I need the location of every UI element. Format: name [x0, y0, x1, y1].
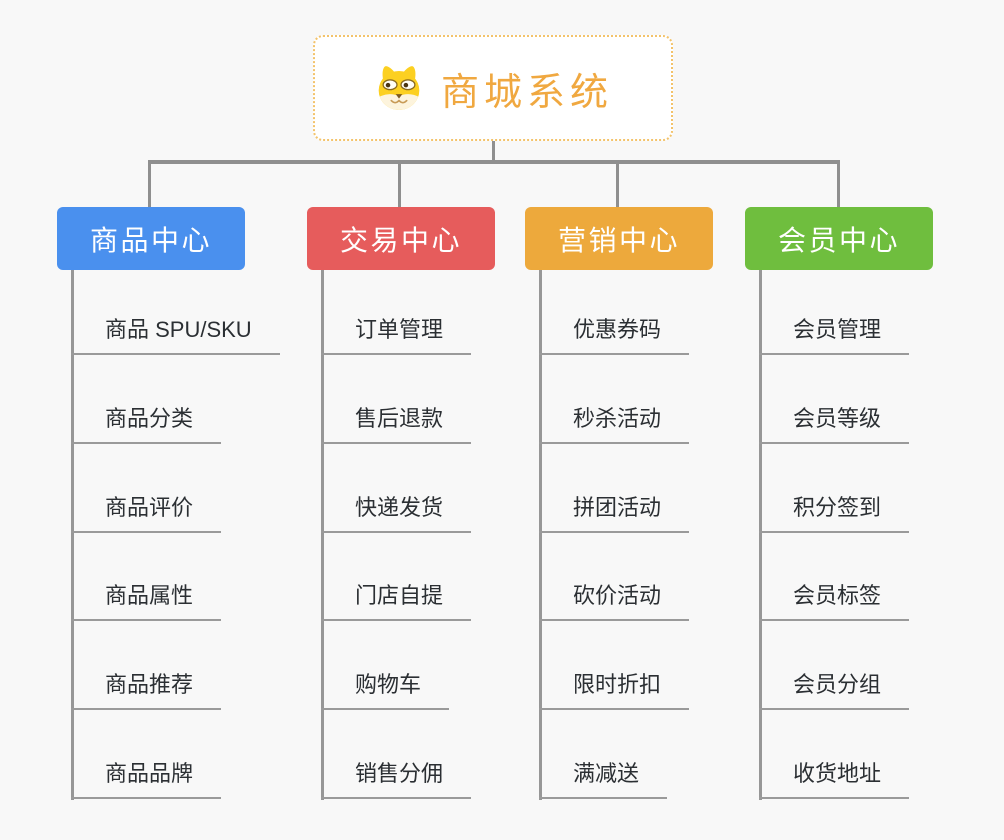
leaf-node[interactable]: 限时折扣	[539, 670, 690, 711]
root-title: 商城系统	[440, 71, 613, 114]
leaf-node[interactable]: 收货地址	[759, 759, 910, 799]
branch-line	[321, 270, 324, 800]
leaf-node[interactable]: 会员标签	[759, 581, 910, 622]
leaf-node[interactable]: 砍价活动	[539, 581, 690, 622]
branch-node[interactable]: 交易中心	[307, 207, 495, 270]
root-node[interactable]: 商城系统	[313, 35, 673, 141]
leaf-node[interactable]: 积分签到	[759, 493, 910, 533]
leaf-node[interactable]: 订单管理	[321, 315, 472, 355]
leaf-node[interactable]: 商品 SPU/SKU	[71, 315, 280, 355]
leaf-node[interactable]: 商品推荐	[71, 670, 222, 711]
leaf-node[interactable]: 商品品牌	[71, 759, 222, 799]
connector-drop-4	[837, 160, 840, 207]
branch-3: 会员中心会员管理会员等级积分签到会员标签会员分组收货地址	[745, 207, 933, 800]
branch-node[interactable]: 会员中心	[745, 207, 933, 270]
leaf-node[interactable]: 购物车	[321, 670, 450, 711]
leaf-node[interactable]: 秒杀活动	[539, 404, 690, 444]
leaf-node[interactable]: 商品分类	[71, 404, 222, 444]
leaf-node[interactable]: 会员分组	[759, 670, 910, 711]
branch-line	[759, 270, 762, 800]
leaf-node[interactable]: 售后退款	[321, 404, 472, 444]
leaf-node[interactable]: 销售分佣	[321, 759, 472, 799]
connector-drop-2	[398, 160, 401, 207]
leaf-node[interactable]: 会员等级	[759, 404, 910, 444]
leaf-node[interactable]: 商品属性	[71, 581, 222, 622]
connector-main-horizontal	[148, 160, 840, 164]
branch-0: 商品中心商品 SPU/SKU 商品分类商品评价商品属性商品推荐商品品牌	[57, 207, 280, 800]
connector-root-stub	[492, 141, 495, 162]
branch-2: 营销中心优惠券码秒杀活动拼团活动砍价活动限时折扣满减送	[525, 207, 713, 800]
leaf-node[interactable]: 商品评价	[71, 493, 222, 533]
leaf-node[interactable]: 门店自提	[321, 581, 472, 622]
leaf-node[interactable]: 拼团活动	[539, 493, 690, 533]
branch-line	[539, 270, 542, 800]
leaf-node[interactable]: 快递发货	[321, 493, 472, 533]
leaf-node[interactable]: 满减送	[539, 759, 668, 799]
leaf-node[interactable]: 优惠券码	[539, 315, 690, 355]
dog-icon	[378, 66, 420, 110]
branch-node[interactable]: 商品中心	[57, 207, 245, 270]
connector-drop-1	[148, 160, 151, 207]
branch-node[interactable]: 营销中心	[525, 207, 713, 270]
branch-line	[71, 270, 74, 800]
leaf-node[interactable]: 会员管理	[759, 315, 910, 355]
branch-1: 交易中心订单管理售后退款快递发货门店自提购物车销售分佣	[307, 207, 495, 800]
connector-drop-3	[616, 160, 619, 207]
